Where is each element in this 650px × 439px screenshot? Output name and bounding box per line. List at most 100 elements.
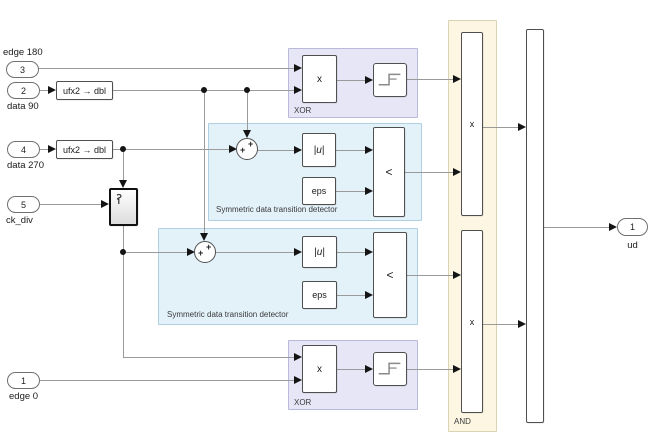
arrowhead bbox=[48, 86, 56, 94]
arrowhead bbox=[365, 248, 373, 256]
product-block-xor-top[interactable]: x bbox=[302, 55, 337, 103]
output-combiner-block[interactable] bbox=[526, 29, 544, 423]
arrowhead bbox=[229, 145, 237, 153]
wire-edge180 bbox=[39, 68, 294, 69]
wire-and-bottom-out bbox=[483, 324, 518, 325]
conversion-block-data270-text: ufx2 → dbl bbox=[62, 144, 107, 155]
outport-ud[interactable]: 1 bbox=[617, 218, 648, 236]
inport-edge180[interactable]: 3 bbox=[6, 61, 39, 78]
sum-plus-sign: + bbox=[248, 139, 254, 149]
sum-block-detector-bottom[interactable]: + + bbox=[194, 241, 216, 263]
arrowhead bbox=[119, 180, 127, 188]
arrowhead bbox=[365, 187, 373, 195]
compare-block-detector-top-text: < bbox=[385, 165, 393, 179]
wire-compare-top-out bbox=[405, 172, 453, 173]
eps-constant-detector-bottom-text: eps bbox=[312, 290, 327, 300]
wire-eps-bottom-out bbox=[337, 295, 365, 296]
product-block-and-top[interactable]: x bbox=[461, 32, 483, 216]
compare-block-detector-top[interactable]: < bbox=[373, 127, 405, 217]
inport-num-edge180: 3 bbox=[19, 64, 25, 75]
wire-data270-to-latch bbox=[123, 149, 124, 180]
abs-block-detector-top[interactable]: |u| bbox=[302, 133, 336, 167]
sum-plus-sign: + bbox=[198, 248, 204, 258]
relay-block-xor-top[interactable] bbox=[373, 63, 407, 97]
arrowhead bbox=[187, 248, 195, 256]
inport-edge0[interactable]: 1 bbox=[7, 372, 40, 389]
inport-label-ckdiv: ck_div bbox=[6, 215, 33, 226]
arrowhead bbox=[294, 248, 302, 256]
arrowhead bbox=[453, 168, 461, 176]
wire-sum-bottom-out bbox=[216, 252, 294, 253]
detector-area-bottom-label: Symmetric data transition detector bbox=[167, 310, 289, 319]
and-area-label: AND bbox=[454, 417, 471, 426]
arrowhead bbox=[365, 146, 373, 154]
product-block-xor-top-text: x bbox=[317, 73, 322, 85]
arrowhead bbox=[294, 376, 302, 384]
wire-data90-to-sum-top bbox=[247, 90, 248, 130]
arrowhead bbox=[365, 291, 373, 299]
product-block-and-bottom-text: x bbox=[469, 316, 475, 327]
eps-constant-detector-top[interactable]: eps bbox=[302, 177, 336, 205]
compare-block-detector-bottom-text: < bbox=[386, 268, 394, 282]
inport-num-edge0: 1 bbox=[20, 375, 26, 386]
wire-data90-branch-down bbox=[204, 90, 205, 233]
product-block-and-top-text: x bbox=[469, 119, 475, 129]
wire-abs-top-out bbox=[336, 150, 365, 151]
arrowhead bbox=[101, 200, 109, 208]
inport-data90[interactable]: 2 bbox=[7, 82, 40, 99]
wire-xor-top-out bbox=[407, 79, 453, 80]
conversion-block-data90-text: ufx2 → dbl bbox=[62, 85, 107, 96]
wire-and-top-out bbox=[483, 127, 518, 128]
arrowhead bbox=[48, 145, 56, 153]
arrowhead bbox=[294, 64, 302, 72]
inport-label-edge180: edge 180 bbox=[3, 47, 43, 58]
latch-icon bbox=[116, 194, 122, 204]
sum-plus-sign: + bbox=[240, 145, 246, 155]
inport-label-edge0: edge 0 bbox=[9, 391, 39, 402]
junction-dot bbox=[201, 87, 207, 93]
detector-area-top-label: Symmetric data transition detector bbox=[216, 205, 338, 214]
outport-num-ud: 1 bbox=[629, 222, 635, 232]
junction-dot bbox=[244, 87, 250, 93]
arrowhead bbox=[453, 75, 461, 83]
wire-latch-out-down bbox=[123, 226, 124, 357]
arrowhead bbox=[453, 365, 461, 373]
conversion-block-data90[interactable]: ufx2 → dbl bbox=[56, 81, 113, 100]
arrowhead bbox=[200, 233, 208, 241]
wire-compare-bottom-out bbox=[407, 275, 453, 276]
wire-product-to-relay-bottom bbox=[337, 369, 365, 370]
relay-block-xor-bottom[interactable] bbox=[373, 352, 407, 386]
eps-constant-detector-top-text: eps bbox=[311, 186, 327, 196]
relay-step-icon bbox=[378, 362, 401, 375]
inport-label-data90: data 90 bbox=[7, 101, 39, 112]
conversion-block-data270[interactable]: ufx2 → dbl bbox=[56, 140, 113, 159]
wire-eps-top-out bbox=[336, 191, 365, 192]
inport-ckdiv[interactable]: 5 bbox=[7, 196, 40, 213]
compare-block-detector-bottom[interactable]: < bbox=[373, 232, 407, 318]
wire-port4-to-conv bbox=[40, 149, 48, 150]
arrowhead bbox=[243, 130, 251, 138]
abs-block-detector-top-text: |u| bbox=[313, 144, 325, 156]
arrowhead bbox=[609, 223, 617, 231]
arrowhead bbox=[294, 353, 302, 361]
inport-label-data270: data 270 bbox=[7, 160, 44, 171]
inport-data270[interactable]: 4 bbox=[7, 141, 40, 158]
inport-num-data90: 2 bbox=[20, 85, 26, 96]
inport-num-data270: 4 bbox=[20, 144, 26, 155]
sum-block-detector-top[interactable]: + + bbox=[236, 138, 258, 160]
arrowhead bbox=[294, 86, 302, 94]
outport-label-ud: ud bbox=[627, 240, 638, 251]
product-block-and-bottom[interactable]: x bbox=[461, 230, 483, 413]
sum-plus-sign: + bbox=[206, 242, 212, 252]
arrowhead bbox=[518, 320, 526, 328]
xor-area-top-label: XOR bbox=[294, 106, 312, 115]
wire-product-to-relay-top bbox=[337, 80, 365, 81]
eps-constant-detector-bottom[interactable]: eps bbox=[302, 281, 337, 309]
wire-to-outport bbox=[544, 227, 609, 228]
arrowhead bbox=[453, 271, 461, 279]
abs-block-detector-bottom[interactable]: |u| bbox=[302, 236, 337, 268]
junction-dot bbox=[120, 249, 126, 255]
wire-xor-bottom-out bbox=[407, 369, 453, 370]
latch-block[interactable] bbox=[109, 188, 138, 226]
product-block-xor-bottom[interactable]: x bbox=[302, 345, 337, 393]
